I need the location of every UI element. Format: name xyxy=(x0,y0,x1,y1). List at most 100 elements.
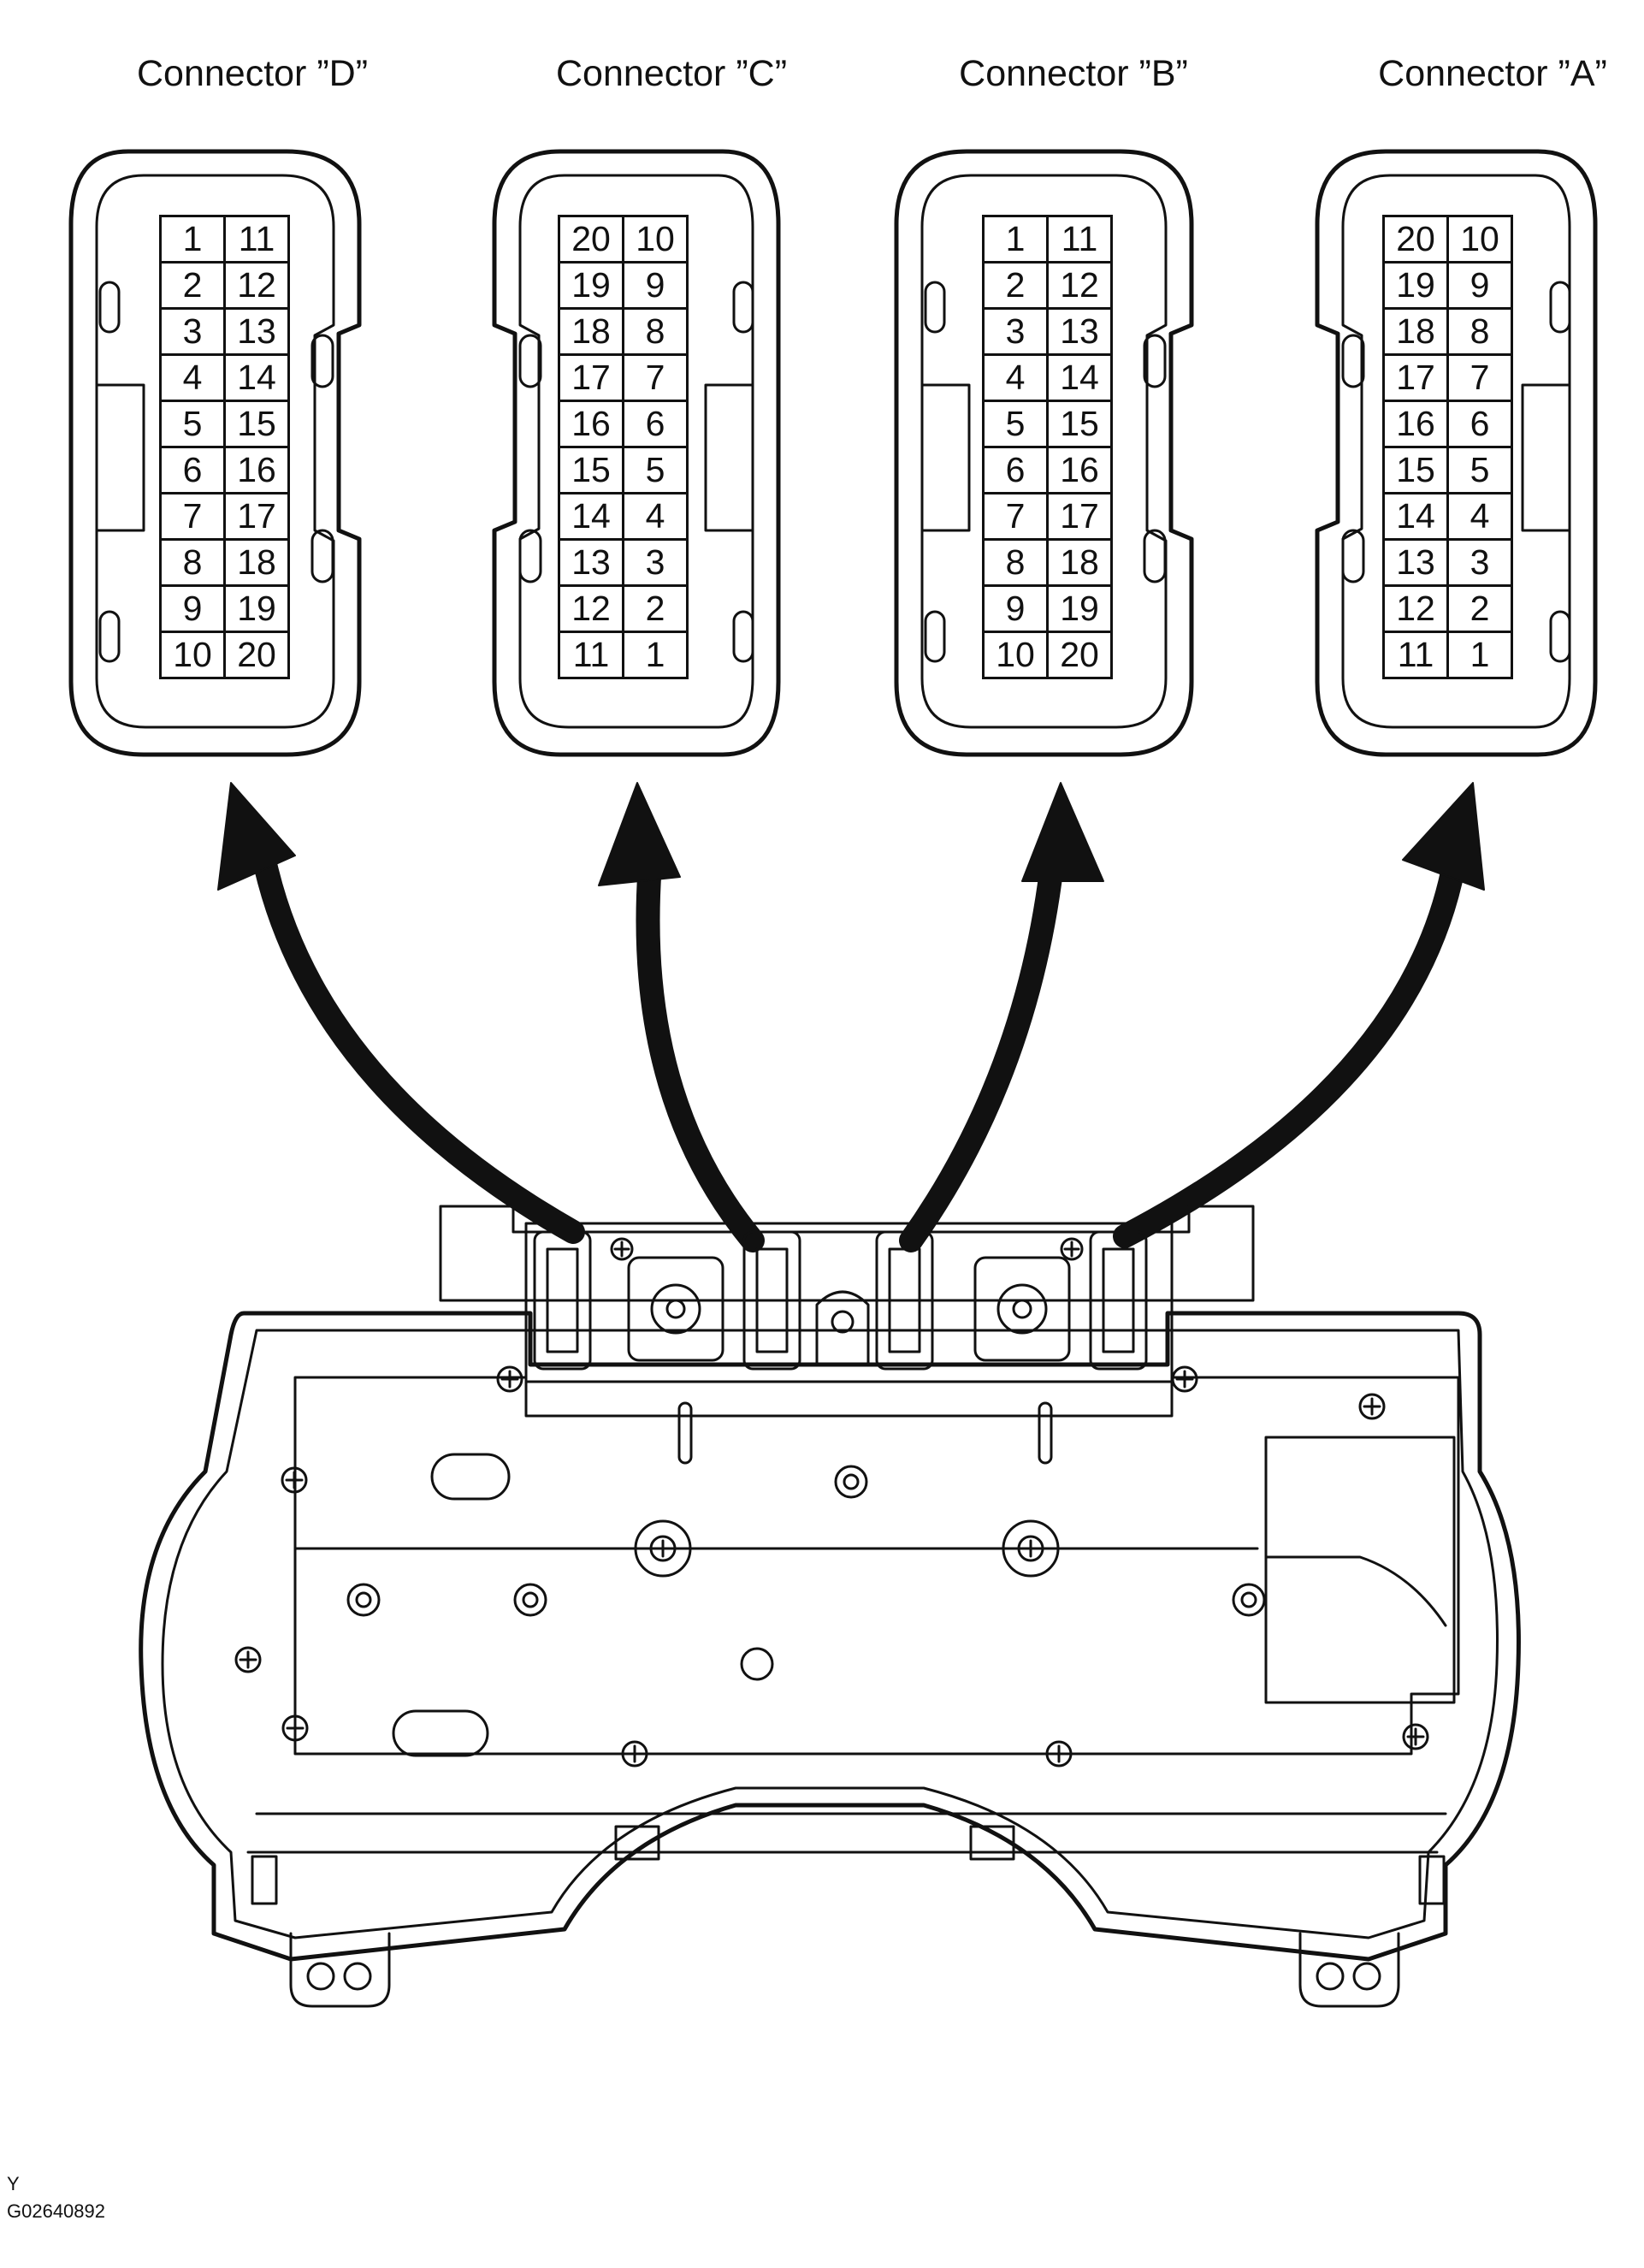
arrow-to-connector-d xyxy=(217,782,585,1244)
pin-cell: 20 xyxy=(1046,631,1113,679)
pin-cell: 9 xyxy=(1446,261,1513,310)
pin-cell: 12 xyxy=(558,584,624,633)
pin-cell: 11 xyxy=(558,631,624,679)
pin-cell: 17 xyxy=(558,353,624,402)
pin-cell: 9 xyxy=(982,584,1049,633)
connector-c-housing xyxy=(492,149,781,757)
pin-cell: 14 xyxy=(558,492,624,541)
pin-cell: 5 xyxy=(622,446,689,494)
pin-cell: 13 xyxy=(1046,307,1113,356)
pin-cell: 14 xyxy=(223,353,290,402)
connector-b-label: Connector ”B” xyxy=(959,53,1188,94)
connector-b-housing xyxy=(894,149,1194,757)
socket-a xyxy=(1089,1230,1148,1371)
pin-cell: 19 xyxy=(223,584,290,633)
pin-cell: 18 xyxy=(1046,538,1113,587)
arrow-to-connector-a xyxy=(1113,782,1485,1248)
pin-cell: 5 xyxy=(159,400,226,448)
pin-cell: 7 xyxy=(1446,353,1513,402)
pin-cell: 17 xyxy=(1382,353,1449,402)
pin-cell: 18 xyxy=(223,538,290,587)
pin-cell: 1 xyxy=(1446,631,1513,679)
arrows xyxy=(217,782,1485,1252)
pin-cell: 20 xyxy=(1382,215,1449,264)
pin-cell: 15 xyxy=(223,400,290,448)
pin-cell: 13 xyxy=(1382,538,1449,587)
pin-cell: 5 xyxy=(982,400,1049,448)
pin-cell: 20 xyxy=(223,631,290,679)
pin-cell: 17 xyxy=(223,492,290,541)
pin-cell: 16 xyxy=(223,446,290,494)
pin-cell: 6 xyxy=(1446,400,1513,448)
pin-cell: 13 xyxy=(558,538,624,587)
pin-cell: 20 xyxy=(558,215,624,264)
pin-cell: 12 xyxy=(1046,261,1113,310)
figure-id: G02640892 xyxy=(7,2200,105,2222)
screws xyxy=(234,1237,1429,1768)
pin-cell: 15 xyxy=(558,446,624,494)
pin-cell: 19 xyxy=(1046,584,1113,633)
pin-cell: 18 xyxy=(1382,307,1449,356)
pin-cell: 3 xyxy=(622,538,689,587)
instrument-cluster xyxy=(139,1205,1521,2008)
pin-cell: 17 xyxy=(1046,492,1113,541)
connector-a-housing xyxy=(1315,149,1598,757)
pin-cell: 16 xyxy=(1046,446,1113,494)
pin-cell: 14 xyxy=(1382,492,1449,541)
pin-cell: 8 xyxy=(982,538,1049,587)
socket-b xyxy=(875,1230,934,1371)
arrow-to-connector-c xyxy=(598,782,765,1252)
pin-cell: 4 xyxy=(1446,492,1513,541)
pin-cell: 14 xyxy=(1046,353,1113,402)
pin-cell: 7 xyxy=(159,492,226,541)
pin-cell: 9 xyxy=(159,584,226,633)
pin-cell: 1 xyxy=(159,215,226,264)
connector-d-housing xyxy=(68,149,362,757)
pin-cell: 8 xyxy=(622,307,689,356)
pin-cell: 2 xyxy=(1446,584,1513,633)
pin-cell: 11 xyxy=(223,215,290,264)
connector-a-label: Connector ”A” xyxy=(1378,53,1607,94)
pin-cell: 7 xyxy=(622,353,689,402)
pin-cell: 2 xyxy=(622,584,689,633)
pin-cell: 12 xyxy=(223,261,290,310)
pin-cell: 10 xyxy=(1446,215,1513,264)
pin-cell: 10 xyxy=(622,215,689,264)
pin-cell: 4 xyxy=(982,353,1049,402)
pin-cell: 12 xyxy=(1382,584,1449,633)
pin-cell: 18 xyxy=(558,307,624,356)
pin-cell: 2 xyxy=(982,261,1049,310)
